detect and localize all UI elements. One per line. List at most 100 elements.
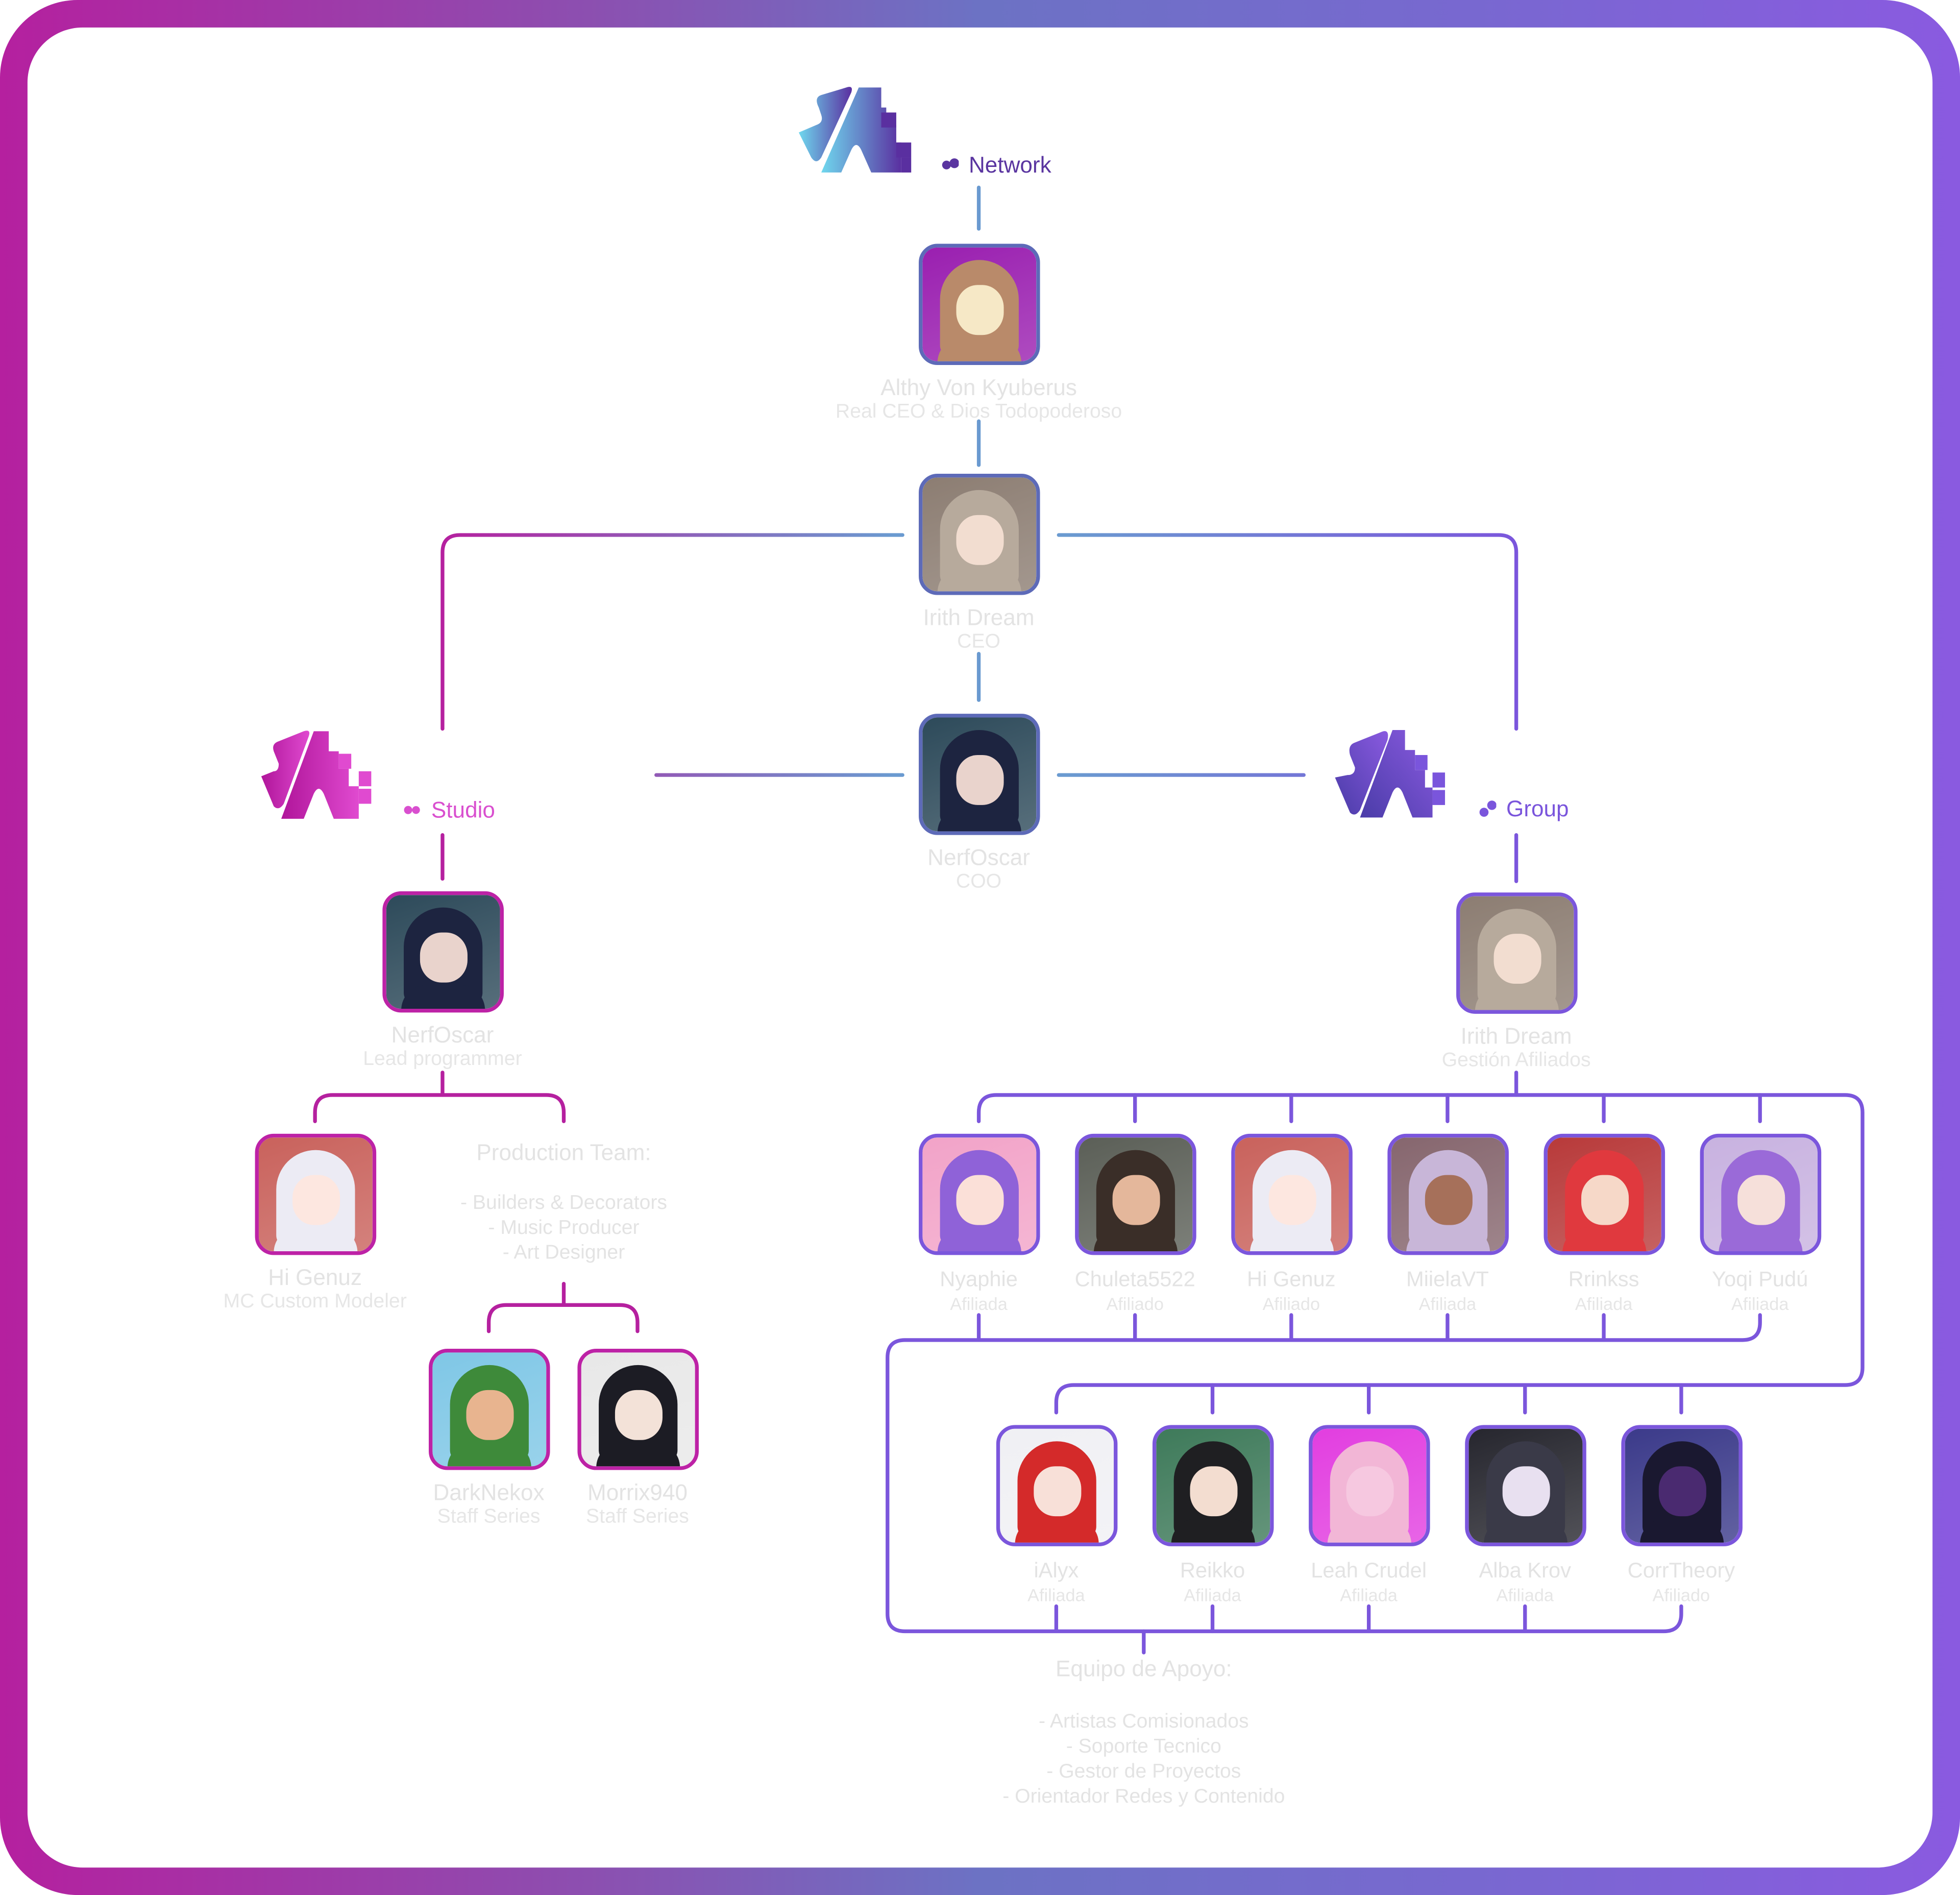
avatar-face — [1502, 1466, 1550, 1517]
avatar — [918, 1133, 1040, 1255]
group-label: Group — [1479, 796, 1569, 821]
member-name: iAlyx — [1034, 1559, 1079, 1583]
production-team-title: Production Team: — [476, 1140, 651, 1165]
member-role: Lead programmer — [363, 1049, 522, 1071]
avatar-face — [1736, 1175, 1784, 1225]
node-staff: DarkNekox Staff Series — [326, 1349, 651, 1530]
avatar-body — [273, 1227, 357, 1252]
avatar-face — [1424, 1175, 1472, 1225]
avatar — [1308, 1425, 1430, 1546]
member-name: Alba Krov — [1479, 1559, 1572, 1583]
support-team-item: - Soporte Tecnico — [1066, 1736, 1221, 1758]
studio-label: Studio — [404, 797, 495, 822]
member-name: Hi Genuz — [268, 1265, 362, 1290]
avatar — [1464, 1425, 1586, 1546]
avatar-body — [1170, 1519, 1255, 1543]
avatar-body — [447, 1442, 531, 1467]
support-team-item: - Artistas Comisionados — [1039, 1711, 1249, 1733]
avatar-face — [1112, 1175, 1160, 1225]
avatar-face — [955, 1175, 1003, 1225]
avatar — [577, 1349, 698, 1470]
avatar-face — [614, 1390, 662, 1440]
member-name: CorrTheory — [1627, 1559, 1735, 1583]
member-name: Hi Genuz — [1247, 1267, 1336, 1292]
node-coo: NerfOscar COO — [816, 714, 1141, 895]
avatar — [995, 1425, 1117, 1546]
avatar-body — [1562, 1227, 1646, 1252]
avatar — [1152, 1425, 1273, 1546]
avatar — [1231, 1133, 1352, 1255]
node-affiliate-manager: Irith Dream Gestión Afiliados — [1354, 892, 1679, 1074]
member-role: Afiliada — [1418, 1294, 1477, 1314]
node-staff: Morrix940 Staff Series — [475, 1349, 800, 1530]
node-ceo: Irith Dream CEO — [816, 474, 1141, 655]
branch-lines — [440, 533, 1518, 777]
member-role: Afiliada — [1731, 1294, 1789, 1314]
avatar-body — [1474, 986, 1558, 1010]
avatar-body — [1249, 1227, 1333, 1252]
member-role: Afiliado — [1262, 1294, 1320, 1314]
member-role: COO — [955, 871, 1002, 893]
avatar-body — [937, 807, 1021, 832]
avatar-face — [955, 285, 1003, 335]
avatar — [918, 244, 1040, 365]
avatar-body — [1327, 1519, 1411, 1543]
avatar-body — [1483, 1519, 1567, 1543]
member-name: Leah Crudel — [1311, 1559, 1427, 1583]
avatar-face — [465, 1390, 513, 1440]
member-role: Staff Series — [586, 1506, 689, 1528]
avatar — [1621, 1425, 1742, 1546]
network-logo-icon — [798, 87, 912, 173]
member-name: DarkNekox — [433, 1480, 545, 1505]
avatar-face — [291, 1175, 339, 1225]
avatar-body — [937, 567, 1021, 592]
production-team-item: - Music Producer — [488, 1217, 640, 1239]
avatar — [382, 891, 503, 1013]
member-role: Afiliada — [1027, 1585, 1085, 1606]
member-role: CEO — [957, 631, 1001, 653]
avatar-body — [937, 1227, 1021, 1252]
member-name: Irith Dream — [1460, 1024, 1572, 1049]
avatar-face — [1268, 1175, 1316, 1225]
avatar-face — [1189, 1466, 1237, 1517]
support-team-item: - Gestor de Proyectos — [1046, 1761, 1241, 1783]
avatar-face — [1033, 1466, 1081, 1517]
support-team-title: Equipo de Apoyo: — [1056, 1656, 1232, 1682]
member-name: NerfOscar — [927, 845, 1030, 870]
production-team-item: - Art Designer — [502, 1242, 625, 1264]
member-role: Afiliada — [1340, 1585, 1398, 1606]
node-lead-programmer: NerfOscar Lead programmer — [280, 891, 605, 1073]
member-role: Afiliada — [1184, 1585, 1241, 1606]
avatar-face — [1493, 934, 1541, 984]
avatar-body — [1639, 1519, 1723, 1543]
avatar-face — [1345, 1466, 1393, 1517]
member-role: Afiliada — [1496, 1585, 1554, 1606]
member-name: Nyaphie — [940, 1267, 1018, 1292]
avatar — [1543, 1133, 1664, 1255]
avatar-body — [400, 985, 484, 1009]
avatar — [1699, 1133, 1821, 1255]
avatar — [428, 1349, 550, 1470]
member-role: Afiliado — [1652, 1585, 1710, 1606]
support-team: Equipo de Apoyo: - Artistas Comisionados… — [894, 1655, 1394, 1810]
node-custom-modeler: Hi Genuz MC Custom Modeler — [153, 1133, 478, 1315]
member-name: Morrix940 — [587, 1480, 688, 1505]
pixel-dots-icon — [1479, 800, 1497, 818]
avatar-face — [419, 932, 467, 983]
group-lines — [886, 833, 1865, 1655]
avatar-face — [1658, 1466, 1706, 1517]
avatar-face — [955, 755, 1003, 805]
network-label: Network — [941, 153, 1051, 178]
avatar-face — [1580, 1175, 1628, 1225]
member-name: Reikko — [1180, 1559, 1245, 1583]
avatar-body — [1405, 1227, 1489, 1252]
avatar-body — [1718, 1227, 1802, 1252]
